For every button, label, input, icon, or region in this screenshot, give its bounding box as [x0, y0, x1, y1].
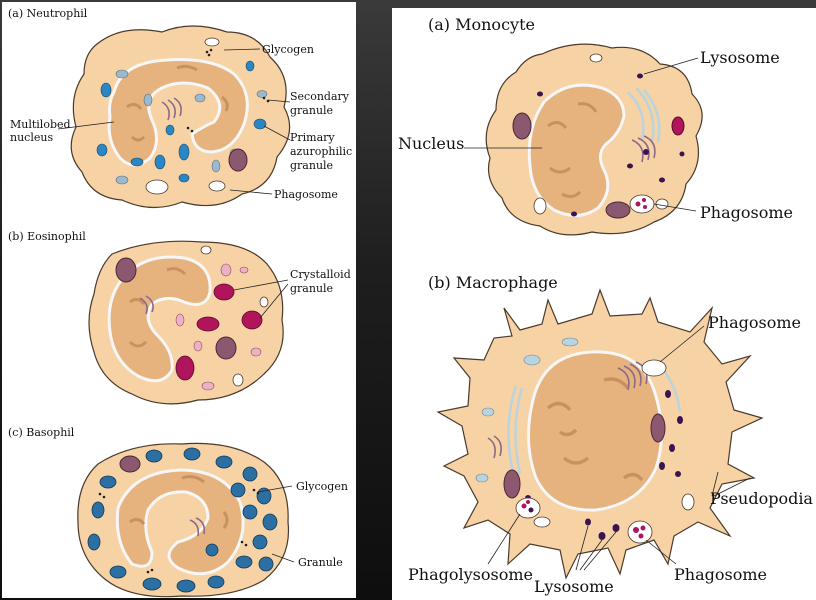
label-multilobed-2: nucleus — [10, 131, 53, 144]
mitochondrion — [116, 258, 136, 282]
label-glycogen: Glycogen — [262, 43, 314, 56]
macrophage-nucleus — [528, 352, 661, 510]
label-primary-2: azurophilic — [290, 145, 352, 158]
label-lysosome: Lysosome — [534, 577, 614, 596]
mitochondrion — [651, 414, 665, 442]
mitochondrion — [216, 337, 236, 359]
mitochondrion — [120, 456, 140, 472]
macrophage-cell — [438, 290, 762, 578]
phagosome-with-contents — [628, 521, 652, 543]
label-crystalloid-1: Crystalloid — [290, 268, 351, 281]
macrophage-title: (b) Macrophage — [428, 273, 558, 292]
label-granule: Granule — [298, 556, 343, 569]
monocyte-macrophage-figure: (a) Monocyte — [392, 8, 816, 600]
label-phagosome: Phagosome — [700, 203, 793, 222]
mitochondrion — [504, 470, 520, 498]
granule-red — [672, 117, 684, 135]
label-secondary-1: Secondary — [290, 90, 350, 103]
label-phagosome-top: Phagosome — [708, 313, 801, 332]
neutrophil-cell — [71, 26, 289, 208]
label-lysosome: Lysosome — [700, 48, 780, 67]
granulocyte-panel: (a) Neutrophil — [2, 2, 356, 598]
basophil-cell — [78, 443, 289, 596]
label-phagolysosome: Phagolysosome — [408, 565, 533, 584]
mitochondrion — [513, 113, 531, 139]
label-pseudopodia: Pseudopodia — [710, 489, 813, 508]
label-primary-3: granule — [290, 159, 333, 172]
mitochondrion — [229, 149, 247, 171]
label-multilobed-1: Multilobed — [10, 118, 71, 131]
label-phagosome-bottom: Phagosome — [674, 565, 767, 584]
label-secondary-2: granule — [290, 104, 333, 117]
mitochondrion — [606, 202, 630, 218]
basophil-cytoplasm — [78, 443, 289, 596]
phagosome-with-contents — [630, 195, 654, 213]
basophil-title: (c) Basophil — [8, 426, 75, 439]
monocyte-title: (a) Monocyte — [428, 15, 535, 34]
monocyte-macrophage-panel: (a) Monocyte — [392, 8, 816, 600]
label-primary-1: Primary — [290, 131, 335, 144]
eosinophil-title: (b) Eosinophil — [8, 230, 86, 243]
granulocyte-figure: (a) Neutrophil — [2, 2, 356, 598]
label-nucleus: Nucleus — [398, 134, 464, 153]
eosinophil-cell — [89, 241, 283, 404]
label-glycogen: Glycogen — [296, 480, 348, 493]
label-crystalloid-2: granule — [290, 282, 333, 295]
label-phagosome: Phagosome — [274, 188, 338, 201]
neutrophil-title: (a) Neutrophil — [8, 7, 88, 20]
